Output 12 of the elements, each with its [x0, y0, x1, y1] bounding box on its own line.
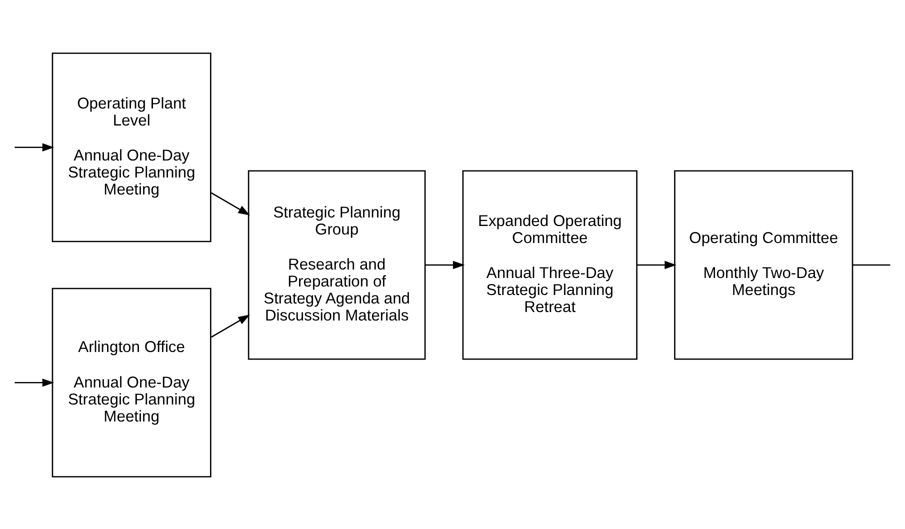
node-box: Strategic Planning Group Research and Preparation of Strategy Agenda and Discussion Materials [248, 170, 426, 360]
node-box: Operating Committee Monthly Two-Day Meetings [674, 170, 854, 360]
node-box: Operating Plant Level Annual One-Day Strategic Planning Meeting [52, 52, 212, 242]
arrow [637, 260, 676, 269]
node-box: Arlington Office Annual One-Day Strategic Planning Meeting [52, 287, 212, 477]
arrow [210, 314, 250, 338]
arrow [14, 142, 54, 151]
arrow [426, 260, 465, 269]
arrow [210, 192, 250, 215]
connector [852, 264, 890, 266]
node-box: Expanded Operating Committee Annual Three-Day Strategic Planning Retreat [462, 170, 638, 360]
arrow [14, 378, 54, 386]
